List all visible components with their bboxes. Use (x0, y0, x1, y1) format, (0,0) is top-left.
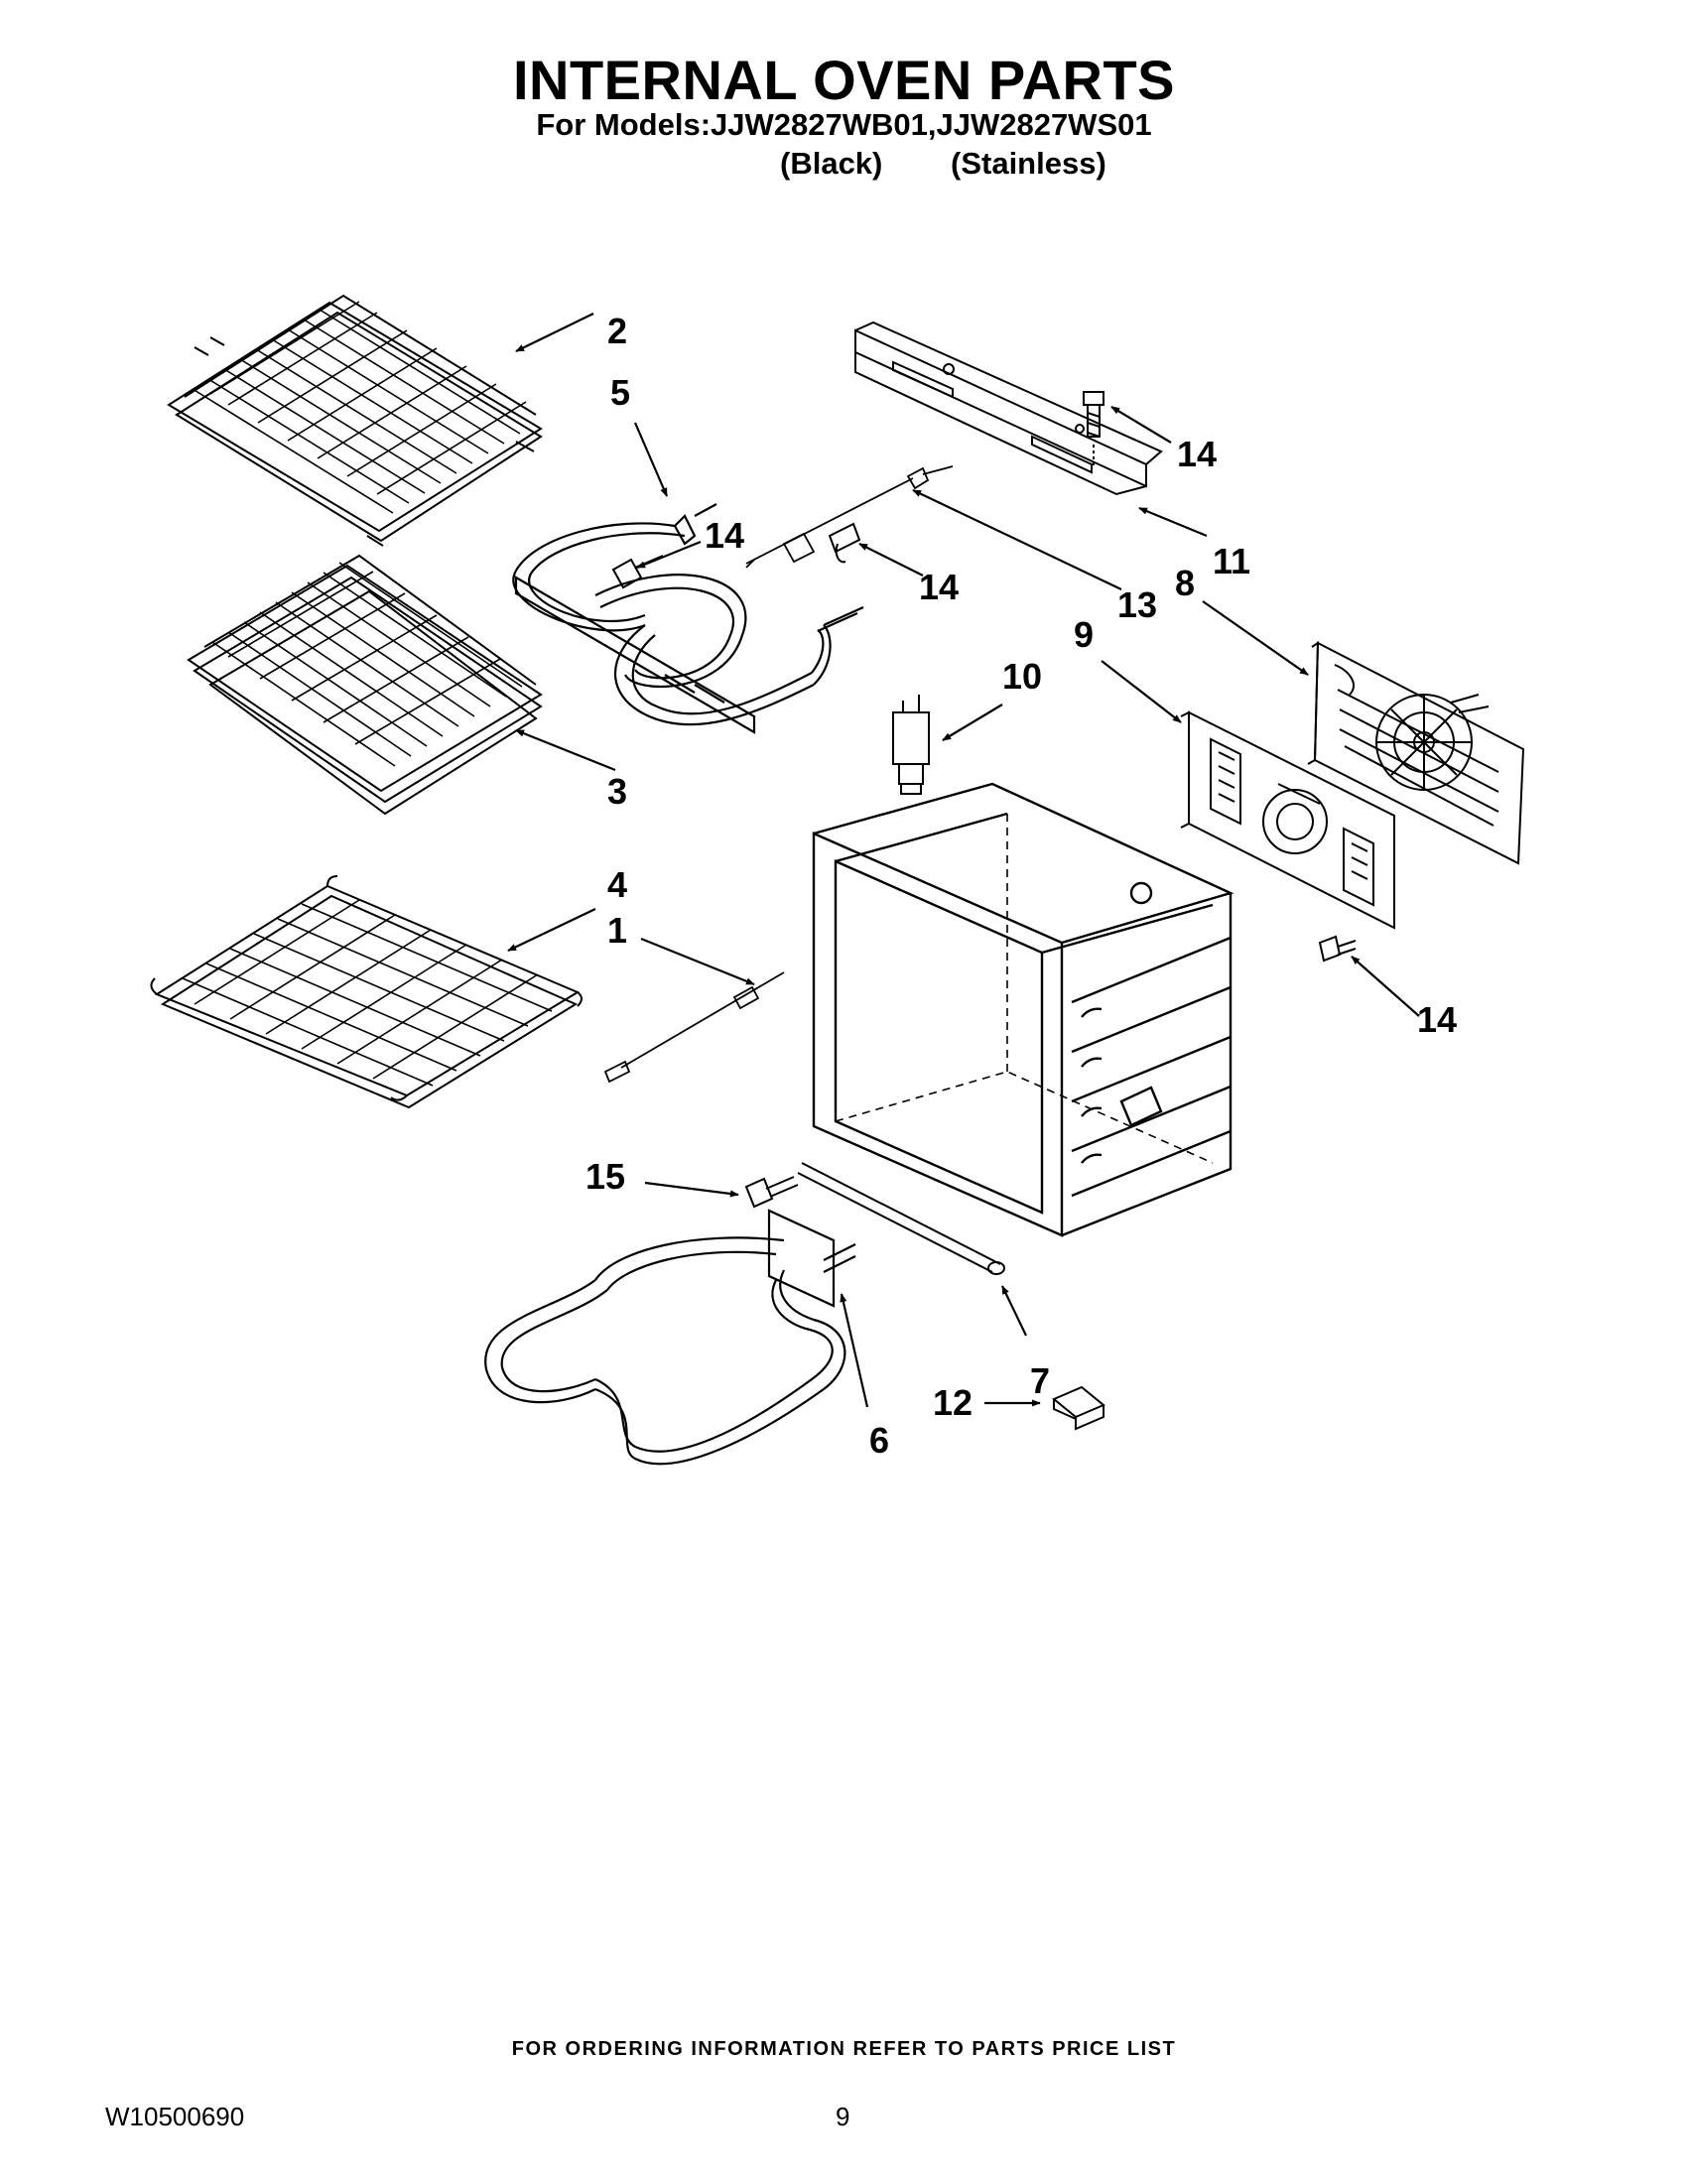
page-title: INTERNAL OVEN PARTS (512, 49, 1176, 111)
oven-rack-part-2 (167, 294, 543, 547)
callout-2: 2 (607, 311, 627, 351)
callout-5: 5 (610, 372, 630, 413)
callout-1: 1 (607, 910, 627, 951)
screw-part-15 (744, 1176, 799, 1209)
callout-7: 7 (1030, 1360, 1050, 1401)
callout-3: 3 (607, 771, 627, 812)
callout-14-fan: 14 (1417, 999, 1457, 1040)
screw-part-14-fan (1318, 935, 1357, 963)
callout-15: 15 (585, 1156, 625, 1197)
finish-black-label: (Black) (780, 146, 883, 181)
callout-14-top: 14 (1177, 434, 1217, 474)
callout-12: 12 (933, 1382, 973, 1423)
oven-cavity (812, 782, 1234, 1237)
tube-part-7 (797, 1162, 1005, 1275)
meat-probe-part-1 (603, 971, 785, 1084)
callout-4: 4 (607, 864, 627, 905)
oven-rack-part-3 (187, 554, 543, 816)
screw-part-14-top (1083, 391, 1104, 466)
fan-cover-part-9 (1180, 710, 1395, 930)
sensor-part-10 (892, 695, 930, 795)
oven-rack-part-4 (150, 875, 583, 1109)
screw-part-14-sensor (828, 522, 861, 564)
ordering-note: FOR ORDERING INFORMATION REFER TO PARTS … (511, 2038, 1177, 2060)
callout-10: 10 (1002, 656, 1042, 697)
callout-11: 11 (1213, 541, 1250, 581)
callout-9: 9 (1074, 614, 1094, 655)
bake-element-part-6 (484, 1209, 856, 1466)
callout-13: 13 (1117, 584, 1157, 625)
page-number: 9 (836, 2102, 850, 2131)
models-line: For Models:JJW2827WB01,JJW2827WS01 (536, 107, 1152, 142)
leader-lines (507, 313, 1420, 1408)
broil-element-part-5 (512, 503, 864, 734)
bracket-part-12 (1052, 1385, 1105, 1431)
finish-stainless-label: (Stainless) (951, 146, 1106, 181)
document-number: W10500690 (105, 2102, 245, 2131)
bracket-part-11 (854, 321, 1163, 496)
callout-8: 8 (1175, 563, 1195, 603)
sensor-part-13 (745, 465, 954, 569)
callout-14-sensor: 14 (919, 567, 959, 607)
callout-6: 6 (869, 1420, 889, 1461)
convection-element-part-8 (1307, 641, 1525, 865)
callout-14-broil: 14 (705, 515, 744, 556)
